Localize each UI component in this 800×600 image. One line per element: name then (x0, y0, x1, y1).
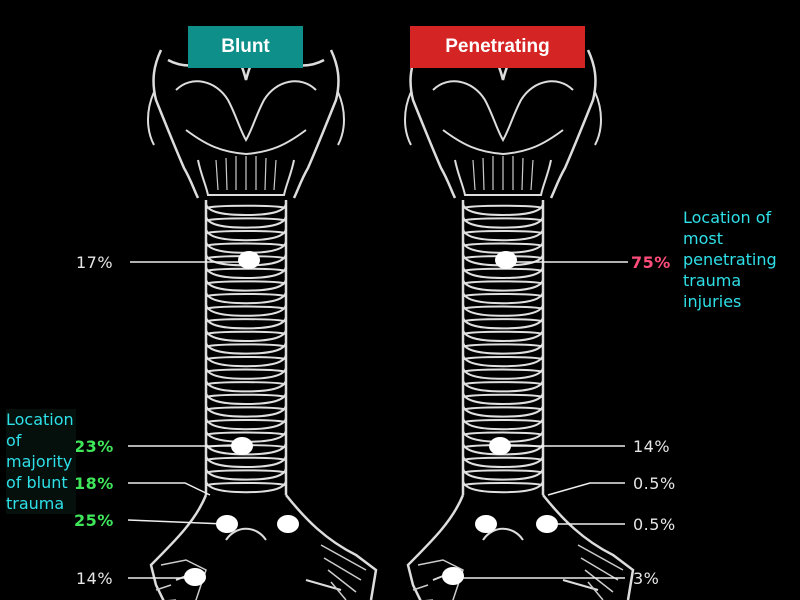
tracheal-ring (463, 229, 543, 240)
tracheal-ring (463, 469, 543, 480)
tracheal-ring (206, 481, 286, 492)
tracheal-ring (206, 330, 286, 341)
pen-carina-pct: 0.5% (633, 474, 676, 493)
tracheal-ring (463, 406, 543, 417)
blunt-rmb-leader (128, 520, 225, 524)
blunt-rmb-marker (216, 515, 238, 533)
tracheal-ring (206, 292, 286, 303)
tracheal-ring (463, 217, 543, 228)
blunt-upper-marker (238, 251, 260, 269)
pen-rlb-pct: 3% (633, 569, 659, 588)
pen-rmb-marker (475, 515, 497, 533)
blunt-airway (148, 50, 376, 600)
tracheal-ring (206, 355, 286, 366)
tracheal-ring (206, 393, 286, 404)
tracheal-ring (206, 217, 286, 228)
tracheal-ring (463, 368, 543, 379)
tracheal-ring (206, 204, 286, 215)
tracheal-ring (463, 380, 543, 391)
penetrating-airway (405, 50, 633, 600)
blunt-header: Blunt (188, 26, 303, 68)
tracheal-ring (463, 317, 543, 328)
tracheal-ring (206, 380, 286, 391)
tracheal-ring (206, 368, 286, 379)
penetrating-note: Location of most penetrating trauma inju… (683, 207, 793, 312)
blunt-lmb-marker (277, 515, 299, 533)
tracheal-ring (206, 418, 286, 429)
pen-upper-pct: 75% (631, 253, 671, 272)
tracheal-ring (206, 317, 286, 328)
pen-lmb-marker (536, 515, 558, 533)
tracheal-ring (206, 469, 286, 480)
tracheal-ring (206, 343, 286, 354)
tracheal-ring (463, 280, 543, 291)
blunt-note: Location of majority of blunt trauma (6, 409, 76, 514)
tracheal-ring (463, 292, 543, 303)
blunt-rlb-marker (184, 568, 206, 586)
tracheal-ring (206, 305, 286, 316)
tracheal-ring (463, 456, 543, 467)
tracheal-ring (206, 456, 286, 467)
tracheal-ring (463, 343, 543, 354)
tracheal-ring (463, 305, 543, 316)
pen-carina-leader (548, 483, 625, 495)
tracheal-ring (463, 481, 543, 492)
tracheal-ring (206, 280, 286, 291)
tracheal-ring (206, 406, 286, 417)
blunt-carina-pct: 18% (74, 474, 114, 493)
penetrating-header: Penetrating (410, 26, 585, 68)
pen-lmb-pct: 0.5% (633, 515, 676, 534)
pen-upper-marker (495, 251, 517, 269)
tracheal-ring (463, 330, 543, 341)
blunt-upper-pct: 17% (76, 253, 113, 272)
tracheal-ring (206, 242, 286, 253)
blunt-distal-marker (231, 437, 253, 455)
tracheal-ring (206, 229, 286, 240)
tracheal-ring (463, 393, 543, 404)
tracheal-ring (463, 242, 543, 253)
tracheal-ring (463, 355, 543, 366)
blunt-carina-leader (128, 483, 210, 495)
blunt-rmb-pct: 25% (74, 511, 114, 530)
blunt-rlb-pct: 14% (76, 569, 113, 588)
pen-rlb-marker (442, 567, 464, 585)
blunt-distal-pct: 23% (74, 437, 114, 456)
tracheal-ring (463, 418, 543, 429)
pen-distal-marker (489, 437, 511, 455)
tracheal-ring (463, 204, 543, 215)
pen-distal-pct: 14% (633, 437, 670, 456)
